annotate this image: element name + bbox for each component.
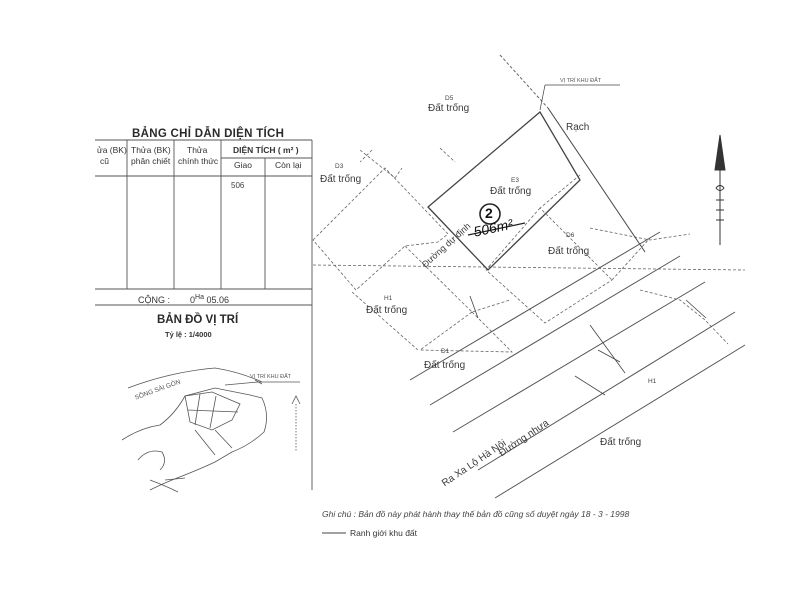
empty-land-label: Đất trống [366,305,408,316]
legend-label: Ranh giới khu đất [350,528,418,538]
location-site-label: VỊ TRÍ KHU ĐẤT [250,374,292,380]
table-total-zero: 0 [190,295,196,305]
lot-d6-label: D6 [566,232,575,239]
lot-h1-label: H1 [384,295,393,302]
empty-land-label: Đất trống [424,360,466,371]
handwritten-mark [467,203,526,236]
lot-h1b-label: H1 [648,378,657,385]
lot-boundaries [312,147,746,353]
location-map-shapes [121,367,301,493]
table-col-split-parcel: Thửa (BK) [131,145,171,155]
table-total: CỘNG : 0Ha 05.06 [138,294,229,305]
canal-label: Rạch [566,122,590,133]
north-arrow-icon [714,134,726,245]
empty-land-label: Đất trống [428,103,470,114]
table-total-label: CỘNG : [138,295,171,305]
footer-note: Ghi chú : Bản đồ này phát hành thay thế … [322,509,630,519]
area-table-title: BẢNG CHỈ DẪN DIỆN TÍCH [132,128,285,140]
table-cell-given-area: 506 [231,181,245,190]
lot-d3-label: D3 [335,163,344,170]
lot-d5-label: D5 [445,95,454,102]
empty-land-label: Đất trống [320,174,362,185]
location-map-scale: Tỷ lệ : 1/4000 [165,330,212,339]
lot-e3-label: E3 [511,177,519,184]
empty-land-label: Đất trống [600,437,642,448]
table-total-value: 05.06 [206,295,230,305]
site-location-label: VỊ TRÍ KHU ĐẤT [560,78,602,84]
table-col-official-parcel-sub: chính thức [178,156,219,166]
table-col-area-given: Giao [234,160,252,170]
empty-land-label: Đất trống [490,186,532,197]
site-and-roads [409,54,746,499]
table-col-area-remaining: Còn lại [275,160,302,170]
table-total-unit: Ha [195,294,204,301]
table-col-area: DIỆN TÍCH ( m² ) [233,145,299,155]
table-col-split-parcel-sub: phân chiết [131,156,171,166]
site-boundary [427,111,581,271]
location-map-title: BẢN ĐỒ VỊ TRÍ [157,314,239,326]
table-col-old-parcel-sub: cũ [100,156,109,166]
table-col-old-parcel: ửa (BK) [97,145,127,155]
lot-d1-label: D1 [441,348,450,355]
parcel-number: 2 [485,205,493,221]
empty-land-label: Đất trống [548,246,590,257]
table-col-official-parcel: Thửa [187,145,208,155]
